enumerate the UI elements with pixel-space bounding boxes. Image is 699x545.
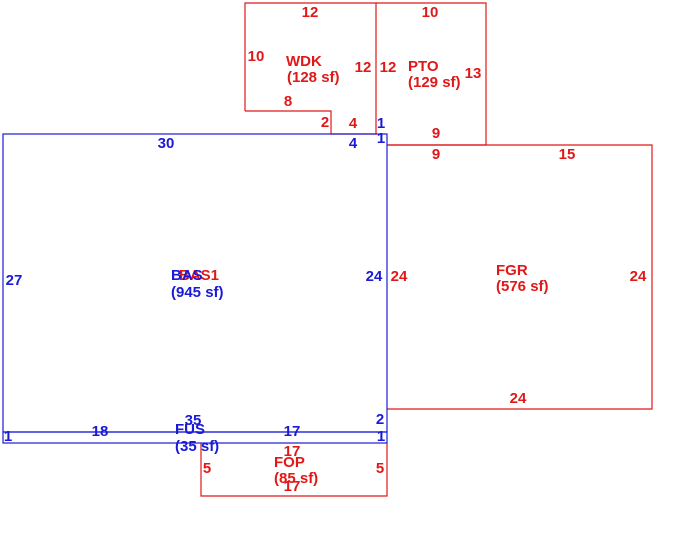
dim-fgr-bottom: 24 — [510, 390, 527, 407]
dim-bas-right: 24 — [366, 268, 383, 285]
wdk-area-label: (128 sf) — [287, 69, 340, 86]
bas-area-label: (945 sf) — [171, 284, 224, 301]
dim-fop-top: 17 — [284, 443, 301, 460]
fus-code-label: FUS — [175, 421, 205, 438]
dim-bas-top: 30 — [158, 135, 175, 152]
dim-wdk-bottom: 8 — [284, 93, 292, 110]
dim-fop-right: 5 — [376, 460, 384, 477]
dim-fus-18: 18 — [92, 423, 109, 440]
dim-fus-2: 2 — [376, 411, 384, 428]
dim-fgr-top: 15 — [559, 146, 576, 163]
dim-wdk-right: 12 — [355, 59, 372, 76]
dim-fgr-left: 24 — [391, 268, 408, 285]
dim-fus-right-1: 1 — [377, 428, 385, 445]
dim-fus-35: 35 — [185, 412, 202, 429]
dim-pto-bottom: 9 — [432, 125, 440, 142]
pto-area-label: (129 sf) — [408, 74, 461, 91]
dim-pto-right: 13 — [465, 65, 482, 82]
dim-wdk-step-2: 2 — [321, 114, 329, 131]
dim-wdk-step-4: 4 — [349, 115, 358, 132]
fus-outline — [2, 431, 388, 444]
dim-bas-corner-1b: 1 — [377, 130, 385, 147]
dim-bas-corner-1a: 1 — [377, 115, 385, 132]
dim-bas-top-right: 4 — [349, 135, 358, 152]
pto-code-label: PTO — [408, 58, 439, 75]
fgr-area-label: (576 sf) — [496, 278, 549, 295]
wdk-code-label: WDK — [286, 53, 322, 70]
bas-code-label: BAS — [171, 267, 203, 284]
fop-code-label: FOP — [274, 454, 305, 471]
fgr-code-label: FGR — [496, 262, 528, 279]
dim-wdk-top: 12 — [302, 4, 319, 21]
dim-wdk-left: 10 — [248, 48, 265, 65]
fop-area-label: (85 sf) — [274, 470, 318, 487]
dim-fgr-right: 24 — [630, 268, 647, 285]
fus-area-label: (35 sf) — [175, 438, 219, 455]
dim-fgr-top-left: 9 — [432, 146, 440, 163]
fop-outline — [200, 443, 388, 497]
dim-bas-left: 27 — [6, 272, 23, 289]
fgr-outline — [387, 144, 653, 410]
dim-fop-left: 5 — [203, 460, 211, 477]
bas-overlap-label: BAS1 — [179, 267, 219, 284]
dim-fus-left-1: 1 — [4, 428, 12, 445]
dim-fus-17: 17 — [284, 423, 301, 440]
dim-pto-top: 10 — [422, 4, 439, 21]
dim-fop-bottom: 17 — [284, 478, 301, 495]
dim-pto-left: 12 — [380, 59, 397, 76]
